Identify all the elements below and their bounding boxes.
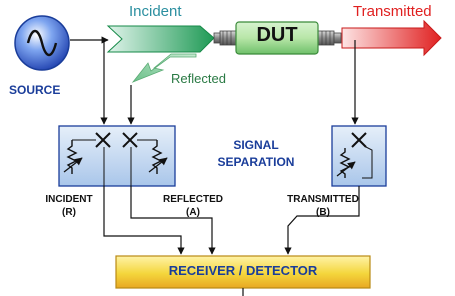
separation-box-left (58, 125, 176, 187)
reflected-to-receiver-line (130, 186, 216, 255)
transmitted-port-id: (B) (316, 207, 330, 218)
source-generator (14, 15, 70, 71)
signal-separation-line1: SIGNAL (233, 138, 279, 152)
sine-wave-icon (26, 29, 58, 57)
coupler-right-icon (351, 132, 367, 148)
transmitted-wave-label: Transmitted (353, 3, 432, 20)
incident-port-label: INCIDENT (45, 194, 93, 205)
receiver-box (115, 255, 371, 289)
reflected-port-label: REFLECTED (163, 194, 223, 205)
reflected-arrow (131, 53, 197, 83)
incident-wave-label: Incident (129, 3, 182, 20)
dut-left-connector (219, 30, 237, 46)
receiver-label: RECEIVER / DETECTOR (168, 263, 318, 278)
incident-to-receiver-line (103, 186, 185, 255)
dut-box (235, 21, 319, 55)
incident-arrow (106, 25, 215, 53)
coupler-left-2-icon (122, 132, 138, 148)
reflected-wave-label: Reflected (171, 71, 226, 86)
separation-box-right (331, 125, 387, 187)
transmitted-arrow (341, 19, 442, 57)
transmitted-port-label: TRANSMITTED (287, 194, 359, 205)
source-label: SOURCE (9, 83, 61, 97)
incident-port-id: (R) (62, 207, 76, 218)
dut-label: DUT (256, 24, 298, 46)
reflected-port-id: (A) (186, 207, 200, 218)
coupler-left-1-icon (95, 132, 111, 148)
signal-separation-line2: SEPARATION (217, 155, 295, 169)
transmitted-to-receiver-line (284, 186, 360, 255)
termination-right-icon (339, 148, 351, 178)
